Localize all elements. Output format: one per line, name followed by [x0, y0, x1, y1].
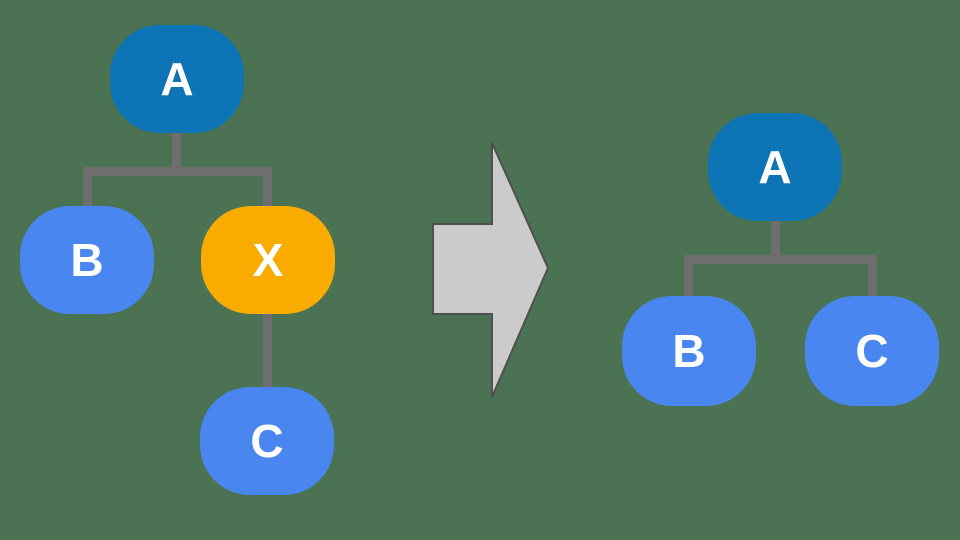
node-label: X [252, 234, 284, 286]
node-b-before: B [20, 206, 154, 314]
edge-a-stem-after [771, 221, 780, 261]
node-a-before: A [110, 25, 244, 133]
node-label: B [672, 325, 706, 377]
edge-drop-to-c-after [868, 255, 877, 298]
node-label: B [70, 234, 104, 286]
right-arrow-icon [432, 142, 550, 398]
node-label: A [160, 53, 194, 105]
node-label: A [758, 141, 792, 193]
edge-drop-to-b-after [684, 255, 693, 298]
node-c-before: C [200, 387, 334, 495]
node-label: C [250, 415, 284, 467]
node-a-after: A [708, 113, 842, 221]
edge-drop-to-b-before [83, 167, 92, 209]
node-b-after: B [622, 296, 756, 406]
edge-a-crossbar-after [684, 255, 877, 264]
edge-drop-to-x-before [263, 167, 272, 209]
node-x-before: X [201, 206, 335, 314]
edge-a-stem-before [172, 130, 181, 172]
edge-x-to-c-before [263, 312, 272, 389]
node-c-after: C [805, 296, 939, 406]
node-label: C [855, 325, 889, 377]
edge-a-crossbar-before [83, 167, 272, 176]
